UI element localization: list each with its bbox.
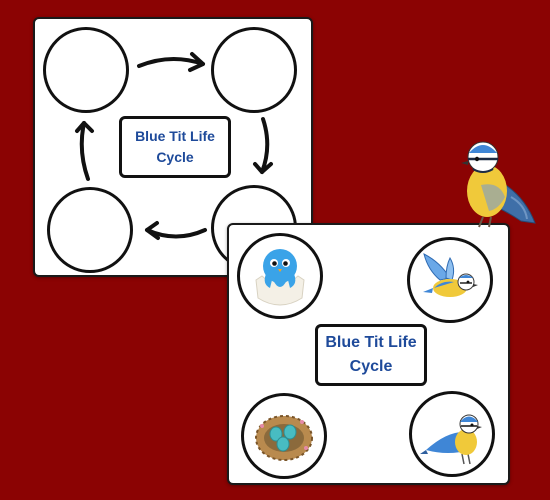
adult-blue-tit-icon xyxy=(420,414,482,465)
stage-circle-hatchling xyxy=(237,233,323,319)
flying-blue-tit-icon xyxy=(423,253,478,297)
perched-blue-tit-illustration xyxy=(461,141,536,228)
blank-stage-circle-top-right xyxy=(211,27,297,113)
stage-circle-eggs xyxy=(241,393,327,479)
stage-circle-adult-bird xyxy=(409,391,495,477)
arrow-right-icon xyxy=(137,52,205,72)
filled-title-line-1: Blue Tit Life xyxy=(325,334,417,351)
blank-title-line-1: Blue Tit Life xyxy=(135,128,215,144)
arrow-down-icon xyxy=(253,117,273,174)
hatchling-icon xyxy=(255,249,305,306)
arrow-left-icon xyxy=(145,221,207,240)
blank-stage-circle-bottom-left xyxy=(47,187,133,273)
filled-worksheet-card: Blue Tit Life Cycle xyxy=(227,223,510,485)
arrow-up-icon xyxy=(75,121,94,181)
eggs-in-nest-icon xyxy=(255,415,313,461)
blank-worksheet-card: Blue Tit Life Cycle xyxy=(33,17,313,277)
filled-title-line-2: Cycle xyxy=(349,358,393,375)
blank-title-line-2: Cycle xyxy=(156,149,194,165)
blank-stage-circle-top-left xyxy=(43,27,129,113)
blank-worksheet-title: Blue Tit Life Cycle xyxy=(119,116,231,178)
stage-circle-flying-bird xyxy=(407,237,493,323)
filled-worksheet-title: Blue Tit Life Cycle xyxy=(315,324,427,386)
